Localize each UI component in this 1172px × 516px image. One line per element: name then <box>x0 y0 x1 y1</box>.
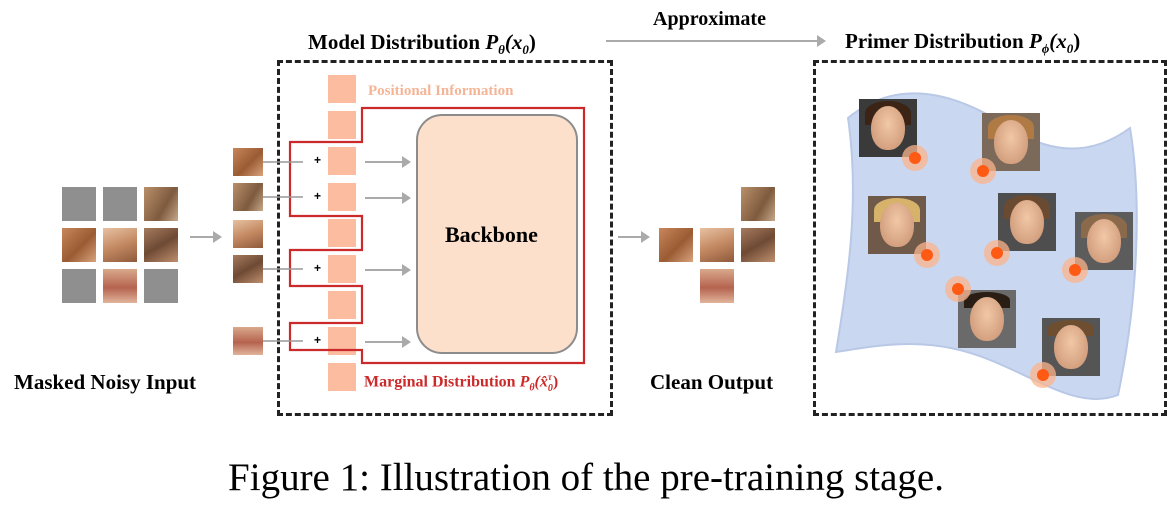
primer-arg-end: ) <box>1073 29 1081 53</box>
input-label: Masked Noisy Input <box>14 370 197 394</box>
primer-arg-sub: 0 <box>1066 41 1074 57</box>
figure-caption: Figure 1: Illustration of the pre-traini… <box>228 456 944 499</box>
visible-patch <box>233 220 263 248</box>
position-token <box>328 363 356 391</box>
sample-point <box>1030 362 1056 388</box>
token-arrow <box>365 264 411 276</box>
position-token <box>328 327 356 355</box>
output-patch <box>700 228 734 262</box>
positional-information-label: Positional Information <box>368 83 514 99</box>
position-token <box>328 183 356 211</box>
primer-distribution-box <box>813 60 1167 416</box>
plus-sign: + <box>314 333 322 347</box>
model-distribution-box <box>277 60 613 416</box>
face-image <box>859 99 917 157</box>
marginal-arg-sub: 0 <box>547 382 553 394</box>
masked-patch <box>62 187 96 221</box>
output-label: Clean Output <box>650 370 774 394</box>
output-patch <box>741 187 775 221</box>
sample-point <box>984 240 1010 266</box>
masked-patch <box>103 187 137 221</box>
marginal-arg-sup: τ <box>547 372 552 382</box>
model-distribution-title: Model Distribution Pθ(x0) <box>308 30 536 58</box>
image-patch <box>144 187 178 221</box>
sample-point <box>1062 257 1088 283</box>
backbone-label: Backbone <box>445 222 538 247</box>
position-token <box>328 291 356 319</box>
position-token <box>328 255 356 283</box>
sample-point <box>914 242 940 268</box>
output-patch <box>659 228 693 262</box>
token-arrow <box>365 192 411 204</box>
approximate-arrow <box>606 35 826 47</box>
primer-symbol: P <box>1028 29 1042 53</box>
face-image <box>1042 318 1100 376</box>
marginal-title-text: Marginal Distribution <box>364 373 516 391</box>
output-patch <box>700 269 734 303</box>
face-image <box>868 196 926 254</box>
primer-distribution-title: Primer Distribution Pϕ(x0) <box>845 29 1080 57</box>
marginal-sub: θ <box>529 382 535 394</box>
approximate-label: Approximate <box>653 8 766 30</box>
primer-arg: (x <box>1049 29 1067 53</box>
plus-sign: + <box>314 189 322 203</box>
position-token <box>328 219 356 247</box>
position-token <box>328 75 356 103</box>
model-sub: θ <box>498 42 505 58</box>
input-arrow <box>190 231 222 243</box>
position-token <box>328 111 356 139</box>
image-patch <box>103 269 137 303</box>
marginal-arg-end: ) <box>552 373 559 391</box>
model-title-text: Model Distribution <box>308 30 481 54</box>
sample-point <box>902 145 928 171</box>
face-image <box>982 113 1040 171</box>
output-arrow <box>618 231 650 243</box>
model-arg: (x <box>504 30 523 54</box>
token-arrow <box>365 336 411 348</box>
visible-patch <box>233 255 263 283</box>
marginal-arg: (x̂ <box>534 373 548 391</box>
sample-point <box>970 158 996 184</box>
backbone-block <box>416 114 578 354</box>
face-image <box>958 290 1016 348</box>
visible-patch <box>233 327 263 355</box>
marginal-symbol: P <box>519 373 530 391</box>
visible-patch <box>233 183 263 211</box>
plus-sign: + <box>314 261 322 275</box>
sample-point <box>945 276 971 302</box>
masked-patch <box>62 269 96 303</box>
visible-patch <box>233 148 263 176</box>
token-arrow <box>365 156 411 168</box>
marginal-distribution-label: Marginal Distribution Pθ(x̂τ0) <box>364 372 558 394</box>
model-arg-sub: 0 <box>522 42 529 58</box>
position-token <box>328 147 356 175</box>
image-patch <box>62 228 96 262</box>
plus-sign: + <box>314 153 322 167</box>
model-symbol: P <box>485 30 499 54</box>
model-arg-end: ) <box>528 30 536 54</box>
image-patch <box>144 228 178 262</box>
primer-title-text: Primer Distribution <box>845 29 1024 53</box>
masked-patch <box>144 269 178 303</box>
image-patch <box>103 228 137 262</box>
primer-sub: ϕ <box>1041 41 1050 57</box>
output-patch <box>741 228 775 262</box>
face-image <box>998 193 1056 251</box>
